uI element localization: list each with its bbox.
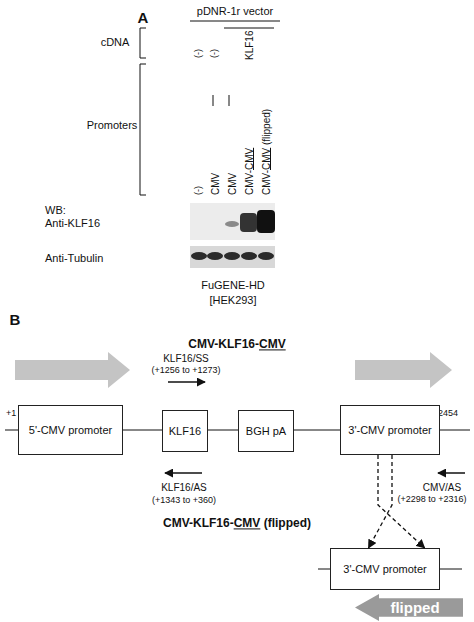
lane-mark xyxy=(213,95,214,106)
method-label: FuGENE-HD xyxy=(201,279,265,291)
construct-title: CMV-KLF16-CMV xyxy=(188,338,285,351)
row-label: cDNA xyxy=(101,36,130,48)
coordinate: +1 xyxy=(6,409,16,419)
element-box: 3'-CMV promoter xyxy=(330,548,440,590)
lane-label: (-) xyxy=(210,49,220,58)
primer-arrow xyxy=(168,381,205,383)
primer-label: CMV/AS xyxy=(423,482,461,493)
header-label: pDNR-1r vector xyxy=(197,5,273,17)
blot-band xyxy=(225,221,239,227)
lane-label: (-) xyxy=(194,49,204,58)
lane-label: CMV xyxy=(210,173,221,195)
primer-position: (+2298 to +2316) xyxy=(397,495,466,505)
node-text: 3'-CMV promoter xyxy=(343,563,426,576)
construct-title: CMV-KLF16-CMV (flipped) xyxy=(163,517,311,530)
row-bracket xyxy=(140,64,146,195)
primer-label: KLF16/SS xyxy=(163,353,209,364)
blot-label: Anti-KLF16 xyxy=(45,217,100,229)
direction-arrow xyxy=(355,352,452,388)
node-text: 5'-CMV promoter xyxy=(29,424,112,437)
blot-label: WB: xyxy=(45,204,66,216)
panel-letter: A xyxy=(138,10,149,27)
arrow-shape xyxy=(355,594,463,621)
cell-label: [HEK293] xyxy=(209,294,256,306)
flip-connector xyxy=(369,455,393,548)
element-box: BGH pA xyxy=(238,410,294,452)
lane-label: CMV xyxy=(227,173,238,195)
row-bracket xyxy=(140,28,146,58)
element-box: KLF16 xyxy=(162,410,208,452)
span-rule xyxy=(224,28,274,29)
node-text: 3'-CMV promoter xyxy=(348,424,431,437)
direction-arrow xyxy=(15,352,130,388)
blot-band xyxy=(241,252,257,260)
node-text: flipped xyxy=(378,599,439,616)
blot-band xyxy=(257,210,275,233)
header-rule xyxy=(190,21,280,22)
primer-label: KLF16/AS xyxy=(161,482,207,493)
blot-band xyxy=(240,213,257,232)
panel-letter: B xyxy=(10,312,21,329)
blot-band xyxy=(258,252,274,260)
element-box: 3'-CMV promoter xyxy=(340,405,440,455)
lane-label: CMV-CMV (flipped) xyxy=(261,109,272,195)
primer-position: (+1256 to +1273) xyxy=(151,366,220,376)
primer-arrow xyxy=(438,472,465,474)
blot-band xyxy=(191,252,207,260)
blot-panel xyxy=(190,246,275,268)
blot-band xyxy=(224,252,240,260)
element-box: 5'-CMV promoter xyxy=(18,405,123,455)
blot-label: Anti-Tubulin xyxy=(45,252,103,264)
row-label: Promoters xyxy=(87,119,138,131)
primer-position: (+1343 to +360) xyxy=(152,496,216,506)
lane-mark xyxy=(229,95,230,106)
primer-arrow xyxy=(165,472,202,474)
blot-band xyxy=(207,252,223,260)
lane-label: (-) xyxy=(194,186,204,195)
node-text: KLF16 xyxy=(169,425,201,438)
lane-label: CMV-CMV xyxy=(244,148,255,195)
blot-panel xyxy=(190,203,275,240)
direction-arrow: flipped xyxy=(355,594,463,621)
node-text: BGH pA xyxy=(246,425,286,438)
lane-label: KLF16 xyxy=(244,31,255,60)
